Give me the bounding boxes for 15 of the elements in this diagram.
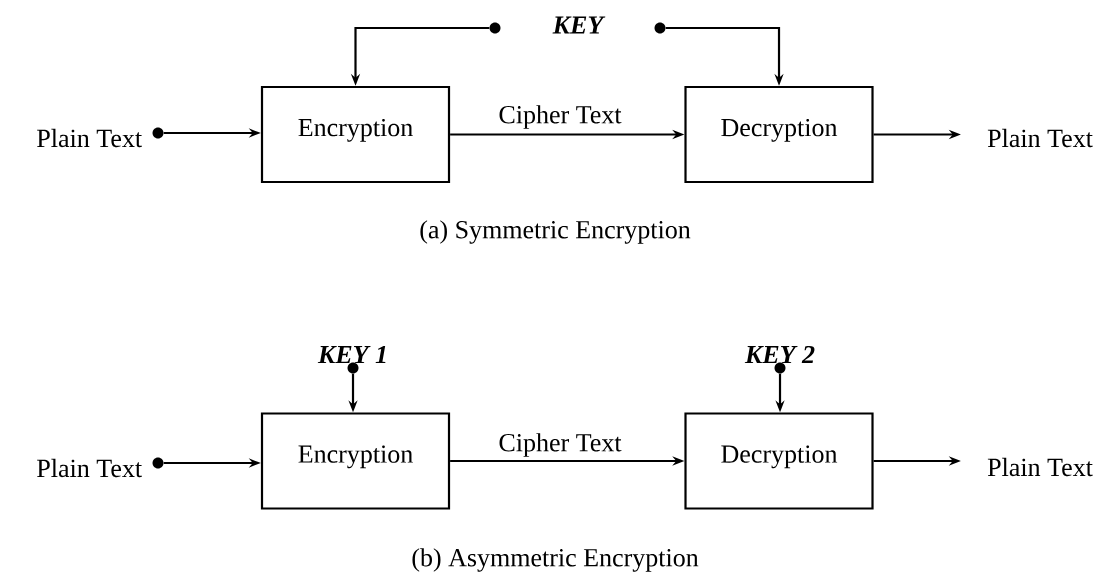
caption: (a) Symmetric Encryption [420,220,691,244]
plain-text-label: Plain Text [987,128,1093,148]
process-box: Encryption [260,412,451,510]
edge-label: Cipher Text [497,104,623,130]
caption: (b) Asymmetric Encryption [412,548,699,572]
key-label: KEY [552,16,606,34]
plain-text-label: Plain Text [37,458,142,478]
key-label: KEY 1 [317,345,386,364]
process-box: Decryption [684,412,874,510]
plain-text-label: Plain Text [37,128,142,148]
edge-label: Cipher Text [497,432,623,458]
plain-text-label: Plain Text [987,457,1093,477]
process-box: Encryption [260,85,451,184]
process-box: Decryption [684,85,874,184]
key-label: KEY 2 [744,345,815,364]
